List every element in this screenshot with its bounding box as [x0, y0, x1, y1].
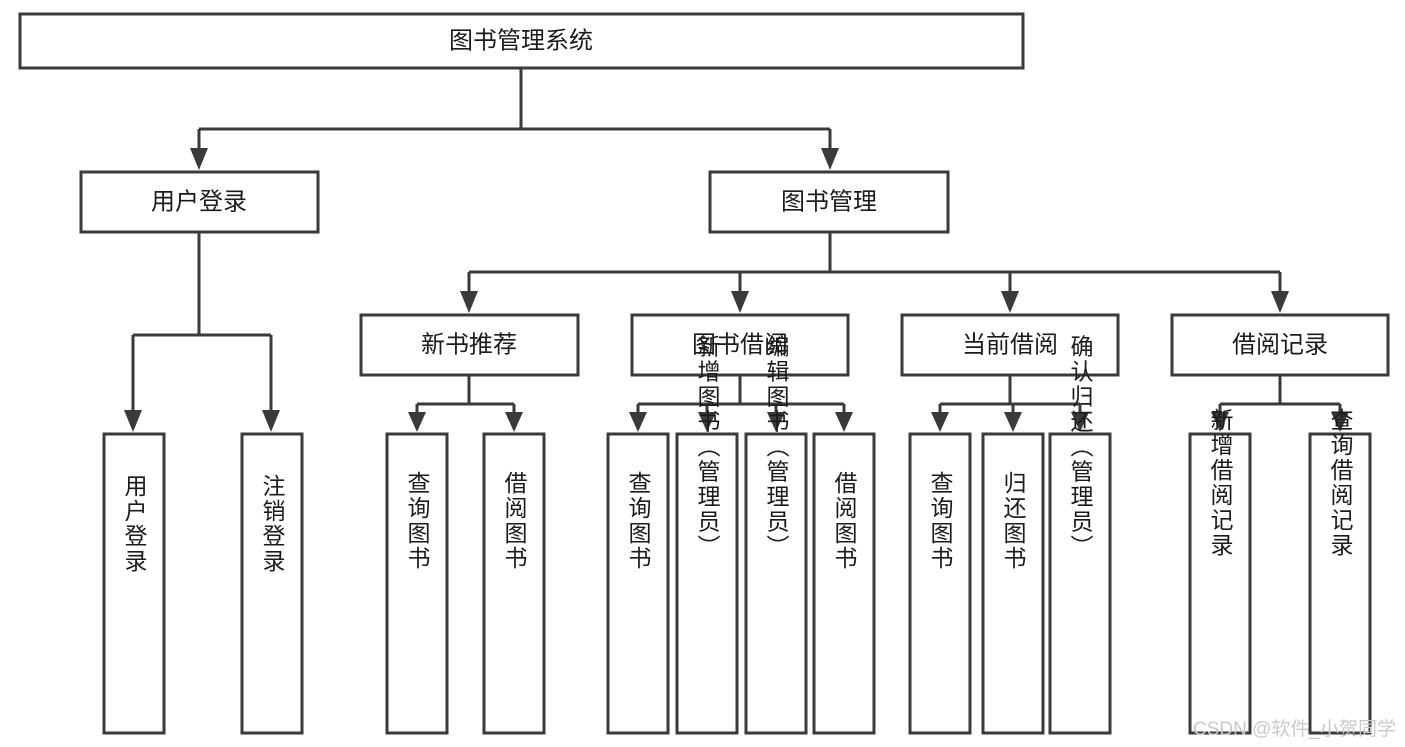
arrowhead-book-borrow [731, 291, 749, 313]
node-user-login-label: 用户登录 [151, 188, 247, 215]
node-leaf-confirm-return-box[interactable] [1048, 432, 1112, 735]
arrowhead-leaf-logout [262, 410, 280, 432]
arrowhead-leaf-add-book [698, 412, 716, 432]
node-leaf-query-book-2[interactable]: 查询图书 [606, 432, 670, 735]
node-leaf-borrow-book-2[interactable]: 借阅图书 [812, 432, 876, 735]
node-leaf-query-record[interactable]: 查询借阅记录 [1308, 408, 1372, 735]
node-borrow-record-box[interactable] [1170, 313, 1390, 377]
arrowhead-leaf-edit-book [767, 412, 785, 432]
node-leaf-return-book-box[interactable] [981, 432, 1045, 735]
arrowhead-leaf-query-book-2 [629, 412, 647, 432]
node-book-borrow[interactable]: 图书借阅 [630, 313, 850, 377]
node-leaf-add-record-box[interactable] [1188, 432, 1252, 735]
node-leaf-query-book-1-label: 查询图书 [404, 471, 431, 571]
node-leaf-logout-label: 注销登录 [259, 474, 286, 574]
node-book-management-box[interactable] [708, 170, 950, 234]
node-leaf-query-book-3-box[interactable] [908, 432, 972, 735]
node-leaf-add-book-label: 新增图书（管理员） [694, 335, 721, 560]
node-leaf-borrow-book-2-box[interactable] [812, 432, 876, 735]
node-leaf-query-record-box[interactable] [1308, 432, 1372, 735]
arrowhead-leaf-confirm-return [1071, 412, 1089, 432]
node-new-book-recommend-box[interactable] [359, 313, 580, 377]
node-leaf-confirm-return-label: 确认归还（管理员） [1067, 335, 1094, 560]
arrowhead-new-book-recommend [460, 291, 478, 313]
node-new-book-recommend[interactable]: 新书推荐 [359, 313, 580, 377]
node-current-borrow-label: 当前借阅 [962, 331, 1058, 358]
node-current-borrow-box[interactable] [900, 313, 1120, 377]
arrowhead-leaf-return-book [1004, 412, 1022, 432]
arrowhead-leaf-query-book-1 [408, 412, 426, 432]
node-book-borrow-label: 图书借阅 [692, 331, 788, 358]
arrowhead-current-borrow [1001, 291, 1019, 313]
node-leaf-return-book[interactable]: 归还图书 [981, 432, 1045, 735]
node-leaf-borrow-book-2-label: 借阅图书 [831, 471, 858, 571]
node-leaf-edit-book-box[interactable] [744, 432, 808, 735]
node-leaf-logout-box[interactable] [240, 432, 304, 735]
node-new-book-recommend-label: 新书推荐 [421, 331, 517, 358]
connector-layer [124, 68, 1349, 432]
node-book-management-label: 图书管理 [781, 188, 877, 215]
node-leaf-query-book-1[interactable]: 查询图书 [385, 432, 449, 735]
node-leaf-borrow-book-1[interactable]: 借阅图书 [482, 432, 546, 735]
arrowhead-leaf-user-login [124, 410, 142, 432]
node-leaf-add-book[interactable]: 新增图书（管理员） [675, 335, 739, 735]
node-book-borrow-box[interactable] [630, 313, 850, 377]
arrowhead-user-login [190, 148, 208, 170]
node-leaf-query-book-2-box[interactable] [606, 432, 670, 735]
node-leaf-query-book-1-box[interactable] [385, 432, 449, 735]
arrowhead-leaf-query-record [1331, 412, 1349, 432]
node-leaf-logout[interactable]: 注销登录 [240, 432, 304, 735]
node-leaf-user-login[interactable]: 用户登录 [102, 432, 166, 735]
node-root[interactable]: 图书管理系统 [18, 12, 1025, 70]
node-leaf-return-book-label: 归还图书 [1000, 471, 1027, 571]
arrowhead-book-management [821, 148, 839, 170]
arrowhead-leaf-borrow-book-1 [505, 412, 523, 432]
node-leaf-query-book-3[interactable]: 查询图书 [908, 432, 972, 735]
node-leaf-borrow-book-1-box[interactable] [482, 432, 546, 735]
node-book-management[interactable]: 图书管理 [708, 170, 950, 234]
node-leaf-query-book-3-label: 查询图书 [927, 471, 954, 571]
node-leaf-add-book-box[interactable] [675, 432, 739, 735]
node-root-label: 图书管理系统 [449, 27, 593, 54]
node-borrow-record-label: 借阅记录 [1232, 331, 1328, 358]
arrowhead-leaf-borrow-book-2 [835, 412, 853, 432]
node-borrow-record[interactable]: 借阅记录 [1170, 313, 1390, 377]
node-leaf-add-record-label: 新增借阅记录 [1207, 408, 1234, 558]
node-leaf-query-record-label: 查询借阅记录 [1327, 408, 1354, 558]
arrowhead-leaf-query-book-3 [931, 412, 949, 432]
node-current-borrow[interactable]: 当前借阅 [900, 313, 1120, 377]
node-leaf-user-login-label: 用户登录 [121, 474, 148, 574]
node-user-login-box[interactable] [79, 170, 320, 234]
node-leaf-user-login-box[interactable] [102, 432, 166, 735]
node-leaf-edit-book-label: 编辑图书（管理员） [763, 335, 790, 560]
node-leaf-borrow-book-1-label: 借阅图书 [501, 471, 528, 571]
arrowhead-leaf-add-record [1211, 412, 1229, 432]
node-leaf-confirm-return[interactable]: 确认归还（管理员） [1048, 335, 1112, 735]
node-leaf-query-book-2-label: 查询图书 [625, 471, 652, 571]
node-leaf-edit-book[interactable]: 编辑图书（管理员） [744, 335, 808, 735]
arrowhead-borrow-record [1271, 291, 1289, 313]
watermark-label: CSDN @软件_小贺同学 [1193, 718, 1396, 740]
node-root-box[interactable] [18, 12, 1025, 70]
node-leaf-add-record[interactable]: 新增借阅记录 [1188, 408, 1252, 735]
node-user-login[interactable]: 用户登录 [79, 170, 320, 234]
